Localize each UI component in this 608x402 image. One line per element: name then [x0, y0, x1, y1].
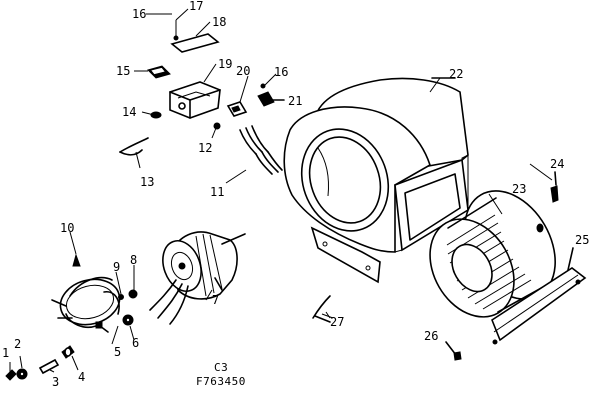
label-16-top: 16 [132, 7, 146, 21]
label-6: 6 [132, 336, 139, 350]
label-24: 24 [550, 157, 564, 171]
label-10: 10 [60, 221, 74, 235]
label-1: 1 [2, 346, 9, 360]
motor-mount [51, 276, 121, 333]
label-25: 25 [575, 233, 589, 247]
part-27 [312, 295, 334, 323]
label-13: 13 [140, 175, 154, 189]
label-27: 27 [330, 315, 344, 329]
label-19: 19 [218, 57, 232, 71]
screw-14 [150, 111, 162, 119]
control-cover [170, 20, 220, 53]
label-4: 4 [78, 370, 85, 384]
terminal [257, 83, 285, 107]
label-8: 8 [130, 253, 137, 267]
label-23: 23 [512, 182, 526, 196]
label-12: 12 [198, 141, 212, 155]
relay [147, 65, 171, 79]
label-15: 15 [116, 64, 130, 78]
screw-26 [445, 341, 462, 361]
label-18: 18 [212, 15, 226, 29]
control-box [169, 81, 221, 119]
label-20: 20 [236, 64, 250, 78]
motor [149, 231, 246, 325]
cutoff-plate [491, 247, 587, 345]
label-9: 9 [113, 260, 120, 274]
part-number-labels: 16 17 18 15 19 20 16 22 21 14 12 13 11 2… [2, 0, 589, 389]
figure-caption: C3 F763450 [196, 361, 246, 388]
wire-harness [239, 125, 283, 175]
label-22: 22 [449, 67, 463, 81]
label-21: 21 [288, 94, 302, 108]
wire-13 [119, 137, 149, 156]
small-fasteners [72, 253, 138, 326]
label-26: 26 [424, 329, 438, 343]
label-7: 7 [212, 293, 219, 307]
label-14: 14 [122, 105, 136, 119]
caption-line-1: C3 [214, 361, 228, 374]
label-5: 5 [114, 345, 121, 359]
caption-line-2: F763450 [196, 375, 246, 388]
blower-housing [283, 77, 469, 284]
label-11: 11 [210, 185, 224, 199]
label-2: 2 [14, 337, 21, 351]
connector [226, 101, 248, 117]
label-17: 17 [189, 0, 203, 13]
shaft-parts [5, 345, 75, 381]
leader-lines [9, 8, 553, 373]
label-3: 3 [52, 375, 59, 389]
set-screw [550, 171, 559, 203]
label-16-right: 16 [274, 65, 288, 79]
screw-12 [213, 122, 221, 130]
blower-wheel [429, 190, 556, 318]
